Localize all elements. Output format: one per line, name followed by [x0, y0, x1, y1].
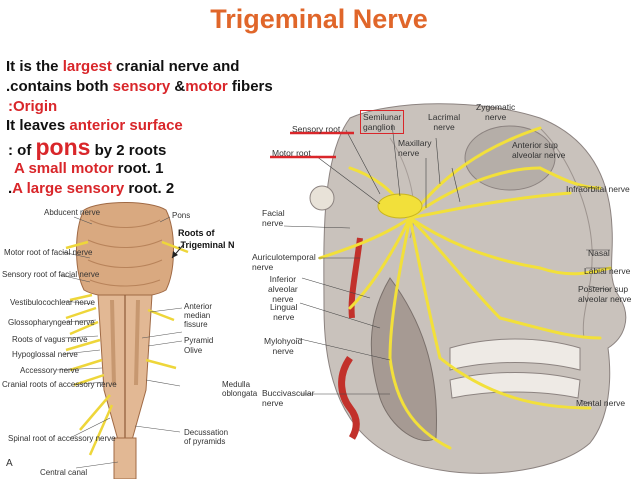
figure-letter: A — [6, 458, 13, 469]
label-sensory-root-facial: Sensory root of facial nerve — [2, 270, 100, 279]
maxillary-line1: Maxillary — [398, 138, 432, 148]
semilunar-line1: Semilunar — [363, 112, 402, 122]
ant-sup-line2: alveolar nerve — [512, 150, 566, 160]
text-line-7: .A large sensory root. 2 — [8, 180, 174, 197]
label-vestibulocochlear: Vestibulocochlear nerve — [10, 298, 95, 307]
text-segment: : of — [8, 142, 36, 159]
auriculo-line2: nerve — [252, 262, 274, 272]
keyword-large-sensory: A large sensory — [12, 180, 125, 197]
label-mental-nerve: Mental nerve — [576, 398, 626, 408]
text-segment: by 2 roots — [90, 142, 167, 159]
label-sensory-root: Sensory root — [292, 124, 341, 134]
label-hypoglossal: Hypoglossal nerve — [12, 350, 78, 359]
ant-sup-line1: Anterior sup — [512, 140, 558, 150]
roots-callout-line1: Roots of — [178, 228, 215, 238]
text-segment: It is the — [6, 58, 63, 75]
semilunar-line2: ganglion — [363, 122, 396, 132]
text-segment: & — [170, 78, 186, 95]
mylo-line2: nerve — [272, 346, 294, 356]
text-line-1: It is the largest cranial nerve and — [6, 58, 239, 75]
mylo-line1: Mylohyoid — [264, 336, 303, 346]
label-glossopharyngeal: Glossopharyngeal nerve — [8, 318, 95, 327]
post-sup-line2: alveolar nerve — [578, 294, 632, 304]
lacrimal-line2: nerve — [433, 122, 455, 132]
facial-line1: Facial — [262, 208, 285, 218]
label-olive: Olive — [184, 346, 203, 355]
label-decussation: Decussation of pyramids — [184, 428, 229, 446]
lingual-line1: Lingual — [270, 302, 298, 312]
roots-callout-line2: .Trigeminal N — [178, 240, 235, 250]
text-line-6: A small motor root. 1 — [14, 160, 163, 177]
auriculo-line1: Auriculotemporal — [252, 252, 316, 262]
label-pons: Pons — [172, 211, 191, 220]
label-nasal: Nasal — [588, 248, 610, 258]
label-motor-root-facial: Motor root of facial nerve — [4, 248, 93, 257]
label-medulla: Medulla oblongata — [222, 380, 258, 398]
text-segment: root. 2 — [124, 180, 175, 197]
label-spinal-root-accessory: Spinal root of accessory nerve — [8, 434, 116, 443]
inf-alv-line1: Inferior — [269, 274, 297, 284]
post-sup-line1: Posterior sup — [578, 284, 629, 294]
label-abducent-nerve: Abducent nerve — [44, 208, 101, 217]
lacrimal-line1: Lacrimal — [428, 112, 461, 122]
origin-heading: :Origin — [8, 98, 58, 115]
text-line-4: It leaves anterior surface — [6, 117, 183, 134]
label-accessory: Accessory nerve — [20, 366, 80, 375]
label-vagus-roots: Roots of vagus nerve — [12, 335, 88, 344]
facial-line2: nerve — [262, 218, 284, 228]
keyword-anterior-surface: anterior surface — [69, 117, 183, 134]
label-labial-nerve: Labial nerve — [584, 266, 631, 276]
label-cranial-roots-accessory: Cranial roots of accessory nerve — [2, 380, 117, 389]
label-pyramid: Pyramid — [184, 336, 214, 345]
keyword-small-motor: A small motor — [14, 160, 114, 177]
text-segment: .contains both — [6, 78, 113, 95]
text-line-5: : of pons by 2 roots — [8, 134, 166, 161]
keyword-sensory: sensory — [112, 78, 171, 95]
inf-alv-line2: alveolar — [268, 284, 298, 294]
inf-alv-line3: nerve — [272, 294, 294, 304]
text-segment: fibers — [227, 78, 273, 95]
zygomatic-line1: Zygomatic — [476, 102, 516, 112]
text-segment: root. 1 — [113, 160, 164, 177]
label-anterior-median-fissure: Anterior median fissure — [184, 302, 213, 329]
head-nerve-illustration — [270, 103, 627, 474]
slide-title: Trigeminal Nerve — [210, 4, 428, 34]
label-motor-root: Motor root — [272, 148, 311, 158]
label-infraorbital-nerve: Infraorbital nerve — [566, 184, 630, 194]
keyword-largest: largest — [62, 58, 112, 75]
bucc-line1: Buccivascular — [262, 388, 315, 398]
text-segment: . — [8, 180, 13, 197]
callout-arrow-icon — [171, 243, 185, 259]
text-segment: cranial nerve and — [111, 58, 240, 75]
keyword-motor: motor — [185, 78, 228, 95]
text-segment: It leaves — [6, 117, 70, 134]
lingual-line2: nerve — [273, 312, 295, 322]
zygomatic-line2: nerve — [484, 112, 507, 122]
keyword-pons: pons — [35, 134, 91, 160]
maxillary-line2: nerve — [398, 148, 420, 158]
text-line-2: .contains both sensory &motor fibers — [6, 78, 273, 95]
brainstem-illustration — [0, 200, 240, 479]
label-central-canal: Central canal — [40, 468, 88, 477]
bucc-line2: nerve — [262, 398, 284, 408]
